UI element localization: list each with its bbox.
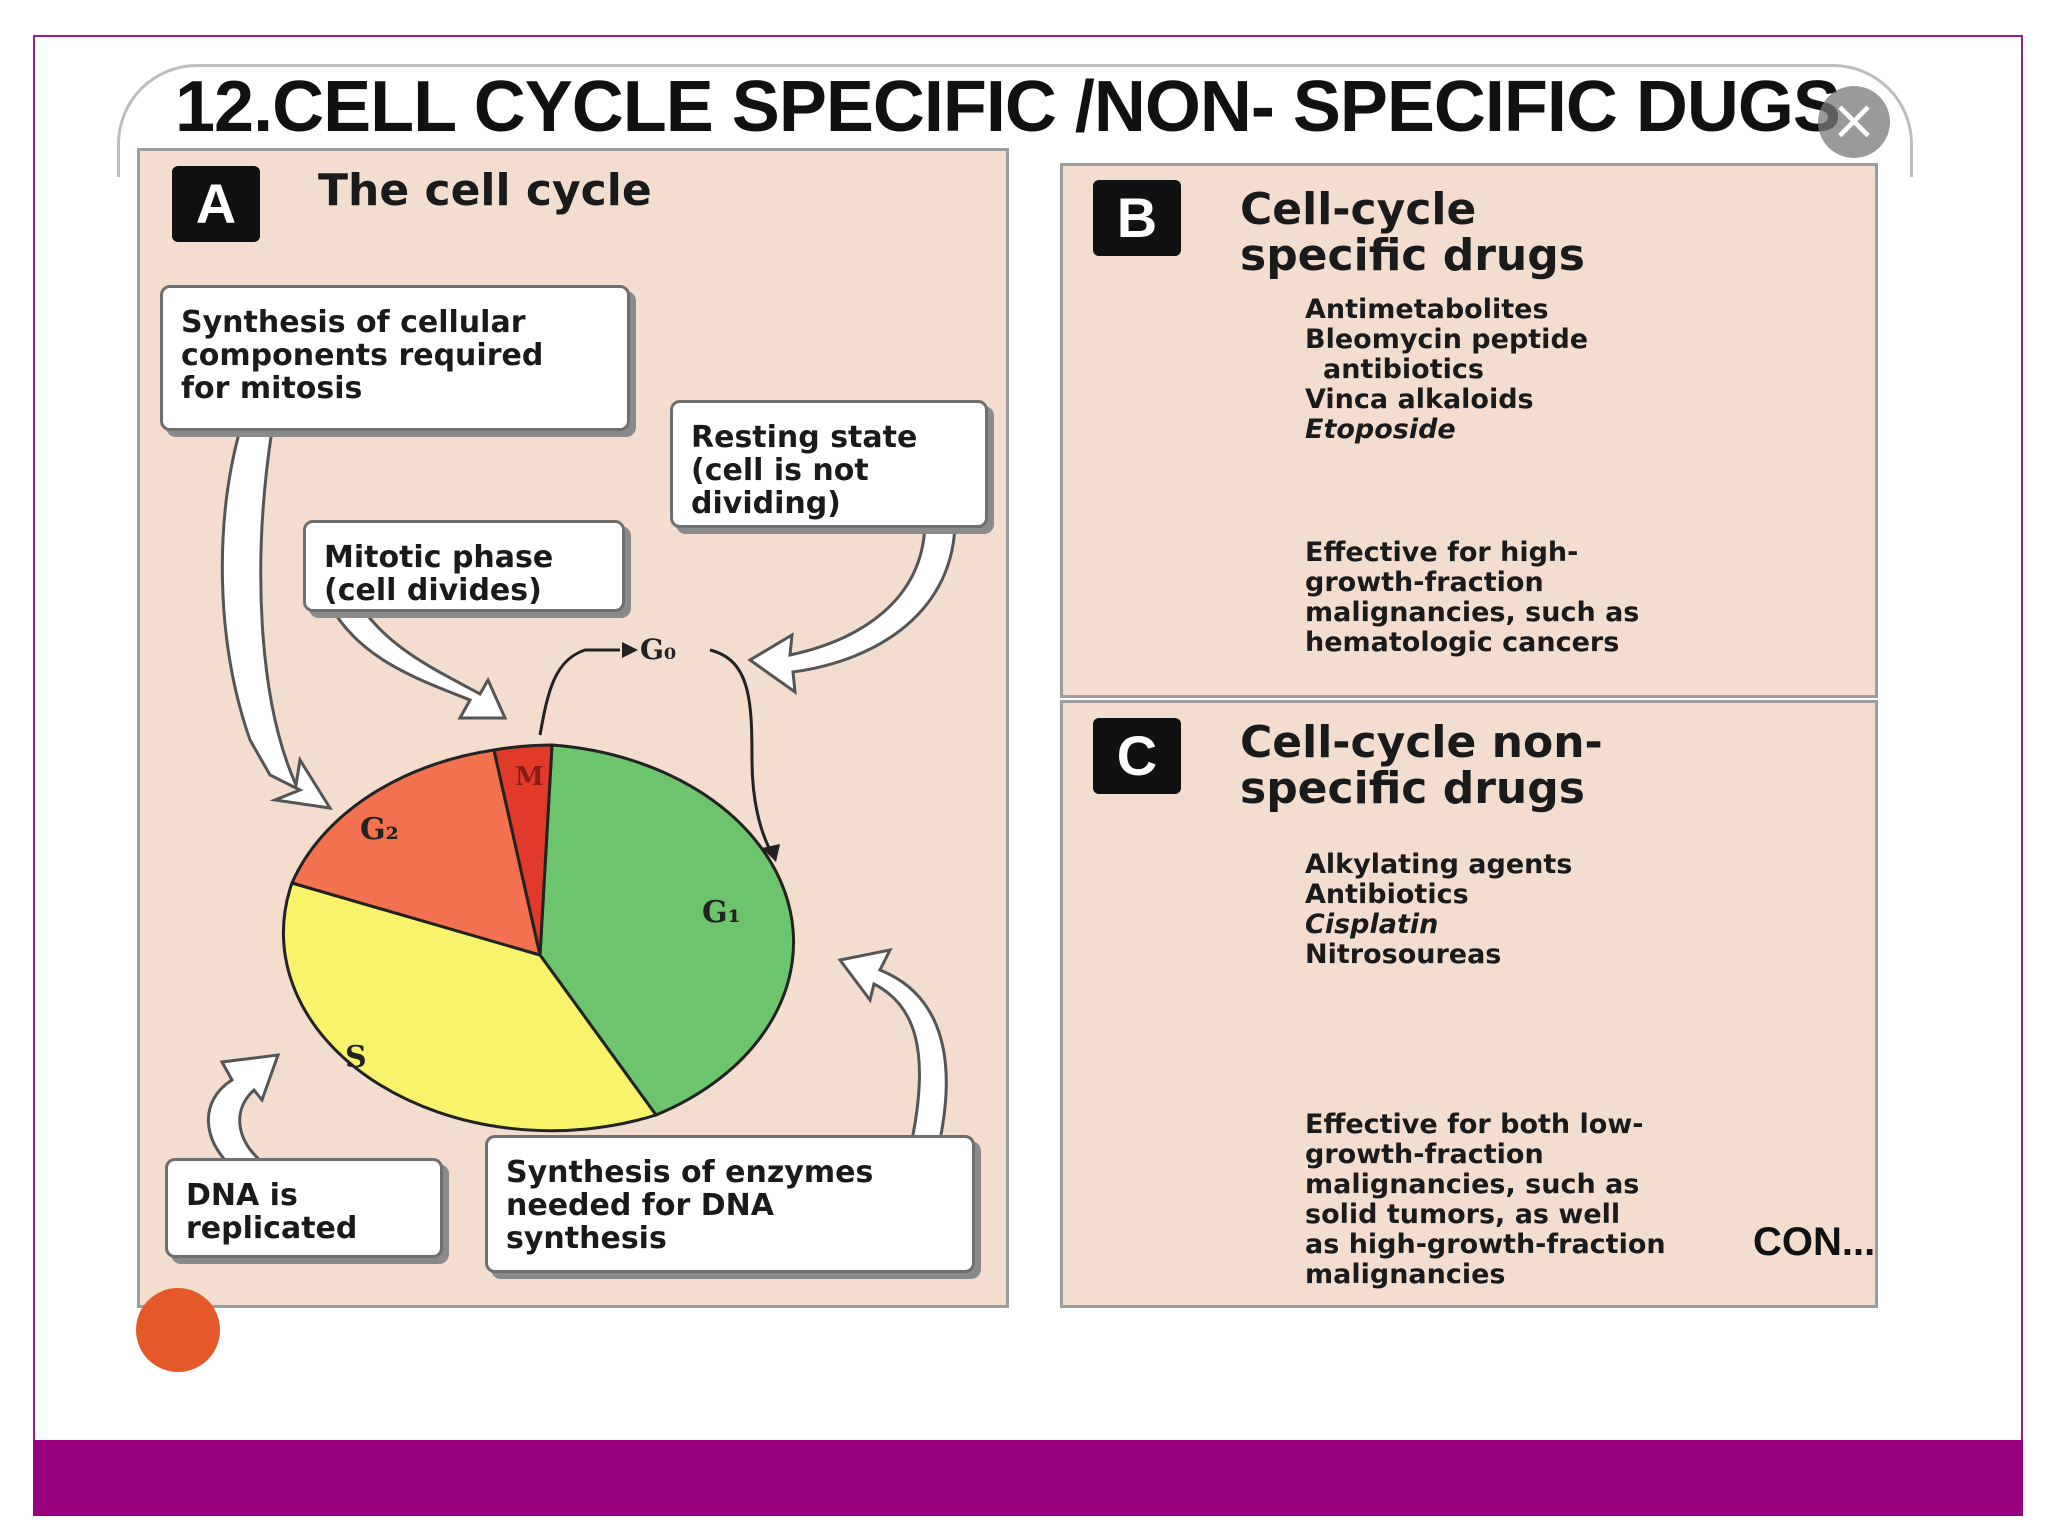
callout-line: Synthesis of cellular — [181, 305, 526, 340]
callout-line: Mitotic phase — [324, 540, 554, 575]
phase-label-s: S — [345, 1040, 367, 1075]
footer-bar — [33, 1440, 2023, 1516]
callout-line: (cell is not — [691, 453, 869, 488]
callout-synthesis-enzymes: Synthesis of enzymes needed for DNA synt… — [485, 1135, 975, 1273]
callout-line: needed for DNA — [506, 1188, 774, 1223]
phase-label-m: M — [515, 762, 544, 792]
arrow-synthesis-to-g2 — [220, 428, 333, 810]
drug-item: Cisplatin — [1305, 909, 1439, 940]
callout-synthesis-components: Synthesis of cellular components require… — [160, 285, 630, 431]
panel-b-specific-drugs — [1060, 163, 1878, 698]
heading-line: specific drugs — [1240, 230, 1585, 281]
phase-label-g1: G₁ — [702, 895, 741, 930]
corner-orange-circle — [136, 1288, 220, 1372]
callout-line: for mitosis — [181, 371, 363, 406]
drug-item: Nitrosoureas — [1305, 939, 1502, 970]
effect-line: growth-fraction — [1305, 567, 1544, 598]
callout-line: (cell divides) — [324, 573, 542, 608]
panel-b-effect: Effective for high- growth-fraction mali… — [1305, 538, 1639, 658]
close-icon[interactable]: × — [1818, 86, 1890, 158]
callout-line: Resting state — [691, 420, 918, 455]
panel-a-heading: The cell cycle — [318, 165, 652, 216]
pie-slice-s — [281, 881, 659, 1133]
panel-c-drug-list: Alkylating agents Antibiotics Cisplatin … — [1305, 850, 1572, 970]
heading-line: Cell-cycle non- — [1240, 717, 1603, 768]
cell-cycle-pie — [281, 743, 796, 1133]
pie-slice-g1 — [538, 743, 796, 1117]
panel-b-badge: B — [1093, 180, 1181, 256]
arrow-mitotic-to-m — [327, 603, 508, 720]
arrow-enzymes-to-g1 — [837, 947, 948, 1142]
phase-label-g0: G₀ — [640, 633, 677, 666]
drug-item: Vinca alkaloids — [1305, 384, 1534, 415]
phase-label-g2: G₂ — [360, 812, 399, 847]
effect-line: Effective for both low- — [1305, 1109, 1644, 1140]
panel-c-heading: Cell-cycle non- specific drugs — [1240, 720, 1603, 812]
panel-c-nonspecific-drugs — [1060, 700, 1878, 1308]
slide-title: 12.CELL CYCLE SPECIFIC /NON- SPECIFIC DU… — [175, 67, 1841, 147]
effect-line: as high-growth-fraction — [1305, 1229, 1666, 1260]
continue-label: CON... — [1753, 1220, 1876, 1264]
drug-item: Bleomycin peptide — [1305, 324, 1589, 355]
panel-a-badge: A — [172, 166, 260, 242]
drug-item: Alkylating agents — [1305, 849, 1573, 880]
effect-line: malignancies, such as — [1305, 597, 1640, 628]
pie-slice-m — [492, 743, 554, 956]
effect-line: solid tumors, as well — [1305, 1199, 1621, 1230]
heading-line: specific drugs — [1240, 763, 1585, 814]
effect-line: malignancies — [1305, 1259, 1506, 1290]
callout-line: synthesis — [506, 1221, 667, 1256]
effect-line: hematologic cancers — [1305, 627, 1620, 658]
panel-b-drug-list: Antimetabolites Bleomycin peptide antibi… — [1305, 295, 1588, 445]
arrow-dna-to-s — [206, 1053, 281, 1172]
effect-line: malignancies, such as — [1305, 1169, 1640, 1200]
panel-c-badge: C — [1093, 718, 1181, 794]
callout-line: DNA is — [186, 1178, 298, 1213]
arrow-m-to-g0 — [538, 648, 620, 736]
callout-line: replicated — [186, 1211, 358, 1246]
callout-line: dividing) — [691, 486, 841, 521]
callout-resting-state: Resting state (cell is not dividing) — [670, 400, 988, 528]
panel-c-effect: Effective for both low- growth-fraction … — [1305, 1110, 1666, 1290]
drug-item: Antimetabolites — [1305, 294, 1549, 325]
effect-line: growth-fraction — [1305, 1139, 1544, 1170]
arrow-head-g0 — [622, 642, 638, 658]
arrow-resting-to-g0 — [747, 518, 957, 696]
arrow-g0-to-g1 — [709, 648, 772, 851]
arrow-head-g1 — [762, 844, 780, 862]
callout-line: components required — [181, 338, 544, 373]
drug-item: Etoposide — [1305, 414, 1456, 445]
drug-item: Antibiotics — [1305, 879, 1469, 910]
panel-b-heading: Cell-cycle specific drugs — [1240, 187, 1585, 279]
callout-dna-replicated: DNA is replicated — [165, 1158, 443, 1258]
callout-mitotic-phase: Mitotic phase (cell divides) — [303, 520, 625, 612]
pie-slice-g2 — [289, 748, 543, 958]
heading-line: Cell-cycle — [1240, 184, 1477, 235]
effect-line: Effective for high- — [1305, 537, 1579, 568]
drug-item: antibiotics — [1323, 354, 1484, 385]
callout-line: Synthesis of enzymes — [506, 1155, 874, 1190]
